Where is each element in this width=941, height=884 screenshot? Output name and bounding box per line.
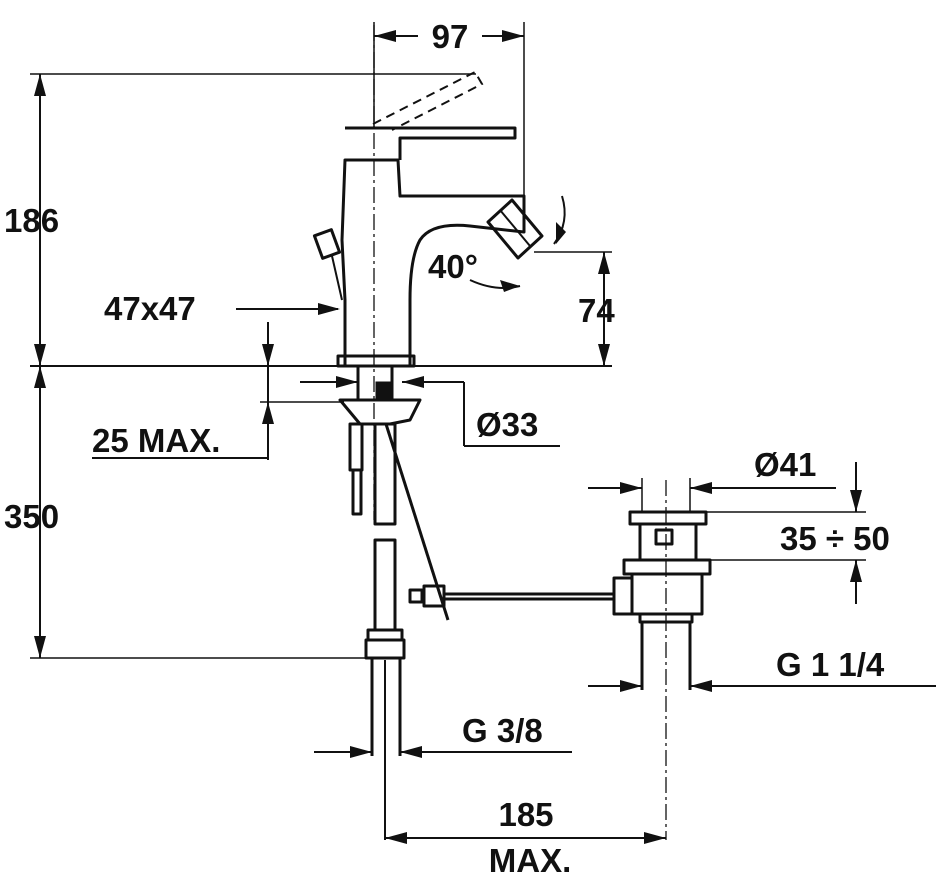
total-height-label: 186 (4, 202, 59, 239)
spout-angle-label: 40° (428, 248, 478, 285)
below-counter-label: 350 (4, 498, 59, 535)
popup-knob (312, 228, 343, 301)
dim-total-height: 186 (4, 73, 476, 366)
counter-thickness-label: 25 MAX. (92, 422, 220, 459)
supply-thread-label: G 3/8 (462, 712, 543, 749)
dim-supply-thread: G 3/8 (314, 712, 572, 758)
hole-diameter-label: Ø33 (476, 406, 538, 443)
dim-spout-angle: 40° (428, 195, 566, 292)
waste-thread-label: G 1 1/4 (776, 646, 885, 683)
rod-length-value-label: 185 (498, 796, 553, 833)
dim-hole-diameter: Ø33 (300, 376, 560, 447)
dim-faucet-width: 97 (373, 18, 525, 196)
dim-counter-thickness: 25 MAX. (92, 322, 344, 460)
waste-valve (612, 480, 712, 840)
waste-linkage (408, 584, 614, 608)
faucet-width-label: 97 (432, 18, 469, 55)
dim-spout-height: 74 (534, 251, 615, 366)
dim-waste-range: 35 ÷ 50 (706, 462, 890, 604)
dim-rod-length: 185 MAX. (385, 796, 666, 879)
waste-diameter-label: Ø41 (754, 446, 816, 483)
waste-range-label: 35 ÷ 50 (780, 520, 890, 557)
dim-base-size: 47x47 (104, 290, 340, 327)
dim-waste-diameter: Ø41 (588, 446, 836, 512)
dim-below-counter: 350 (4, 366, 370, 659)
base-size-label: 47x47 (104, 290, 196, 327)
dim-waste-thread: G 1 1/4 (588, 646, 936, 692)
spout-height-label: 74 (578, 292, 615, 329)
supply-hose (364, 538, 406, 840)
spout-nozzle (486, 198, 544, 260)
rod-length-suffix-label: MAX. (489, 842, 572, 879)
